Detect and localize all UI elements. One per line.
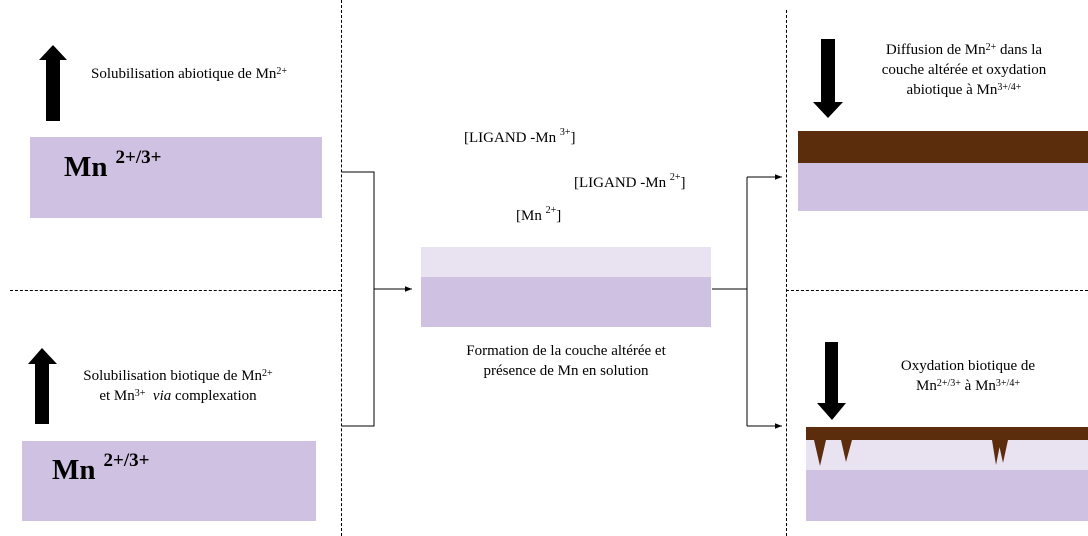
- ligand-mn3-species: [LIGAND -Mn 3+]: [464, 127, 576, 146]
- oxide-spike: [992, 440, 1001, 465]
- left-bracket-connector: [342, 171, 412, 427]
- abiotic-solubilisation-label: Solubilisation abiotique de Mn2+: [91, 66, 288, 82]
- mineral-block-center: [421, 277, 711, 327]
- down-arrow-icon: [813, 39, 843, 118]
- altered-layer-bottom-right: [806, 440, 1088, 470]
- oxide-layer-bottom-right: [806, 427, 1088, 440]
- oxide-spike: [998, 440, 1008, 463]
- mineral-block-top-left: [30, 137, 322, 218]
- oxide-spike: [841, 440, 852, 462]
- biotic-solubilisation-label: Solubilisation biotique de Mn2+ et Mn3+ …: [83, 368, 273, 404]
- altered-layer-caption: Formation de la couche altérée et présen…: [466, 343, 666, 379]
- divider-left-vertical: [341, 0, 342, 536]
- altered-layer-center: [421, 247, 711, 277]
- divider-left-horizontal: [10, 290, 341, 291]
- mineral-block-bottom-right: [806, 470, 1088, 521]
- divider-right-horizontal: [786, 290, 1088, 291]
- mn2-species: [Mn 2+]: [516, 205, 562, 224]
- oxide-layer-top-right: [798, 131, 1088, 163]
- biotic-oxidation-label: Oxydation biotique de Mn2+/3+ à Mn3+/4+: [900, 358, 1036, 394]
- oxide-spike: [814, 440, 826, 466]
- mineral-block-top-right: [798, 163, 1088, 211]
- right-bracket-connector: [712, 174, 782, 429]
- abiotic-oxidation-label: Diffusion de Mn2+ dans la couche altérée…: [881, 42, 1047, 98]
- up-arrow-icon: [28, 348, 57, 424]
- divider-right-vertical: [786, 10, 787, 536]
- down-arrow-icon: [817, 342, 846, 420]
- ligand-mn2-species: [LIGAND -Mn 2+]: [574, 172, 686, 191]
- mineral-block-bottom-left: [22, 441, 316, 521]
- up-arrow-icon: [39, 45, 67, 121]
